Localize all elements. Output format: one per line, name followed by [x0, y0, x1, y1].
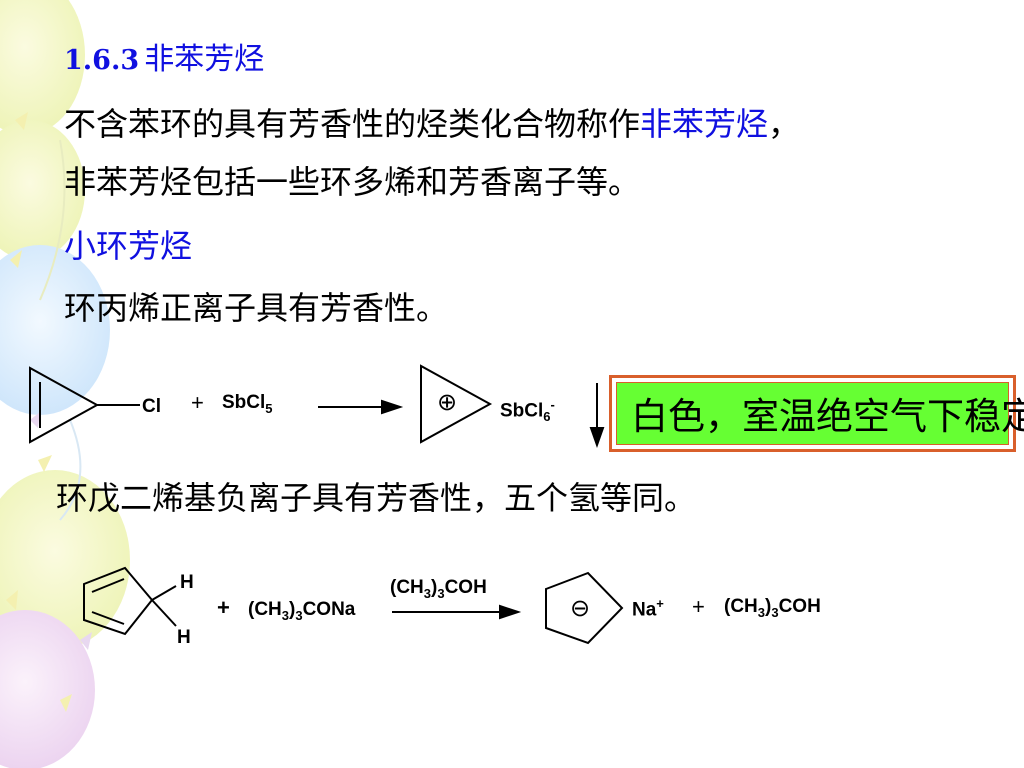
subsection-title: 小环芳烃 — [64, 227, 193, 265]
section-heading: 非苯芳烃 — [144, 42, 265, 77]
plus-sign-1: + — [191, 390, 204, 415]
plus-sign-2: + — [217, 595, 230, 620]
chloro-label: Cl — [142, 396, 161, 417]
hydrogen-bottom-label: H — [177, 627, 191, 648]
intro-line-1-prefix: 不含苯环的具有芳香性的烃类化合物称作 — [64, 105, 641, 143]
precipitate-arrow — [589, 383, 605, 449]
intro-line-2: 非苯芳烃包括一些环多烯和芳香离子等。 — [64, 163, 641, 201]
chloro-cyclopropene-structure — [29, 366, 140, 444]
section-number: 1.6.3 — [64, 45, 140, 76]
stability-note-fill: 白色，室温绝空气下稳定 — [616, 382, 1024, 445]
cyclopentadienyl-statement: 环戊二烯基负离子具有芳香性，五个氢等同。 — [56, 479, 697, 517]
cyclopentadiene-structure — [83, 566, 177, 636]
solvent-tert-butanol-label: (CH3)3COH — [390, 577, 487, 601]
hydrogen-top-label: H — [180, 572, 194, 593]
intro-highlight-term: 非苯芳烃 — [640, 105, 769, 143]
reaction-arrow-1 — [318, 399, 404, 415]
cyclopentadienyl-anion-structure — [545, 571, 624, 645]
stability-note-box: 白色，室温绝空气下稳定 — [609, 375, 1024, 452]
antimony-pentachloride-label: SbCl5 — [222, 392, 273, 416]
section-title: 1.6.3 非苯芳烃 — [64, 40, 264, 80]
hexachloroantimonate-label: SbCl6- — [500, 397, 555, 425]
stability-note-text: 白色，室温绝空气下稳定 — [631, 395, 1024, 438]
sodium-tert-butoxide-label: (CH3)3CONa — [248, 599, 356, 623]
intro-line-1-suffix: ， — [768, 105, 801, 143]
tert-butanol-byproduct-label: (CH3)3COH — [724, 596, 821, 620]
plus-sign-3: + — [692, 594, 705, 619]
intro-line-1: 不含苯环的具有芳香性的烃类化合物称作非苯芳烃， — [64, 104, 800, 144]
cyclopropenyl-cation-structure — [420, 364, 493, 444]
negative-charge-symbol: ⊖ — [570, 595, 591, 622]
positive-charge-symbol: ⊕ — [437, 389, 458, 416]
sodium-cation-label: Na+ — [632, 596, 664, 621]
cyclopropenyl-statement: 环丙烯正离子具有芳香性。 — [64, 289, 449, 327]
reaction-arrow-2 — [392, 604, 522, 620]
